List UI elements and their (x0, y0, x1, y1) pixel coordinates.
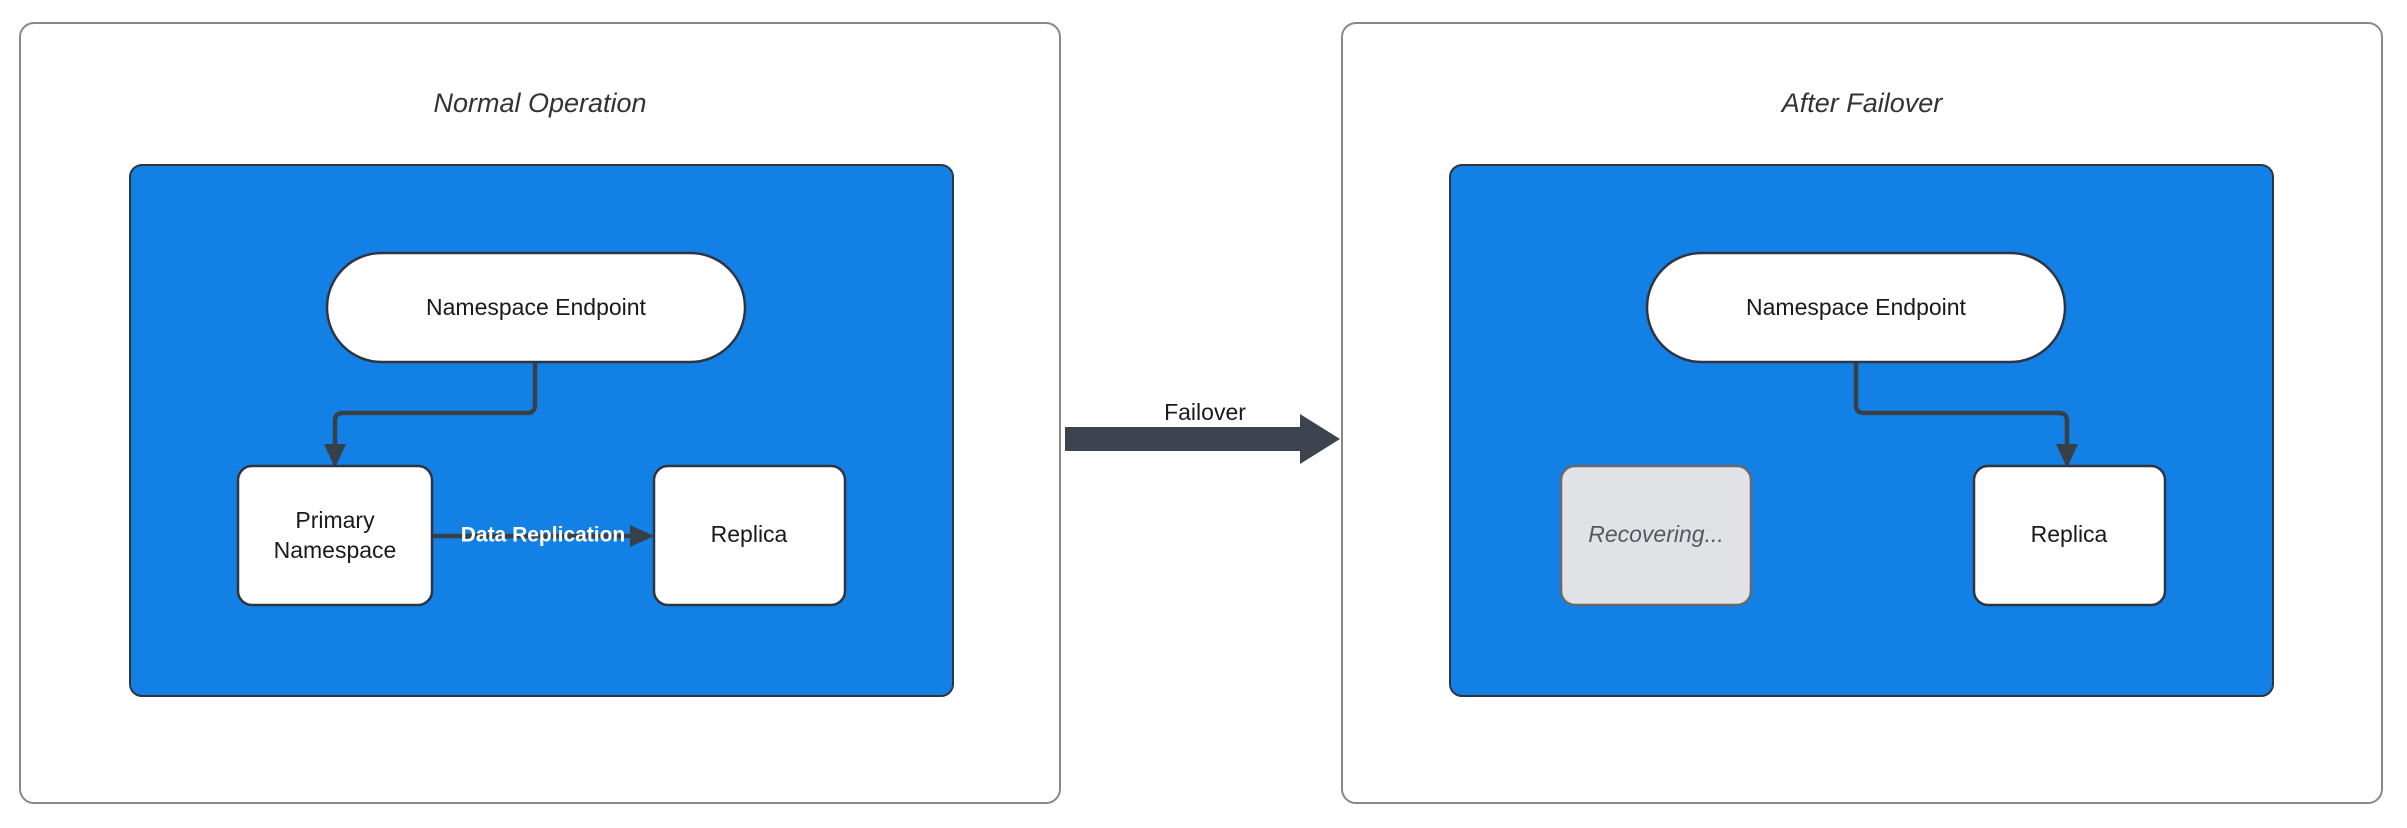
failover-transition: Failover (1065, 399, 1340, 464)
node-namespace-endpoint-right-label: Namespace Endpoint (1746, 294, 1967, 320)
group-box-normal-operation (129, 164, 954, 697)
edge-label-data-replication: Data Replication (461, 524, 626, 547)
panel-normal-operation: Normal Operation Namespace Endpoint Data… (19, 22, 1061, 804)
node-namespace-endpoint-right[interactable]: Namespace Endpoint (1645, 251, 2067, 364)
group-box-after-failover (1449, 164, 2274, 697)
node-replica-right-label: Replica (2031, 521, 2108, 547)
edge-endpoint-to-replica-path (1853, 362, 2070, 452)
node-replica-left[interactable]: Replica (652, 464, 847, 607)
edge-endpoint-to-replica (1853, 362, 2078, 468)
node-recovering[interactable]: Recovering... (1559, 464, 1753, 607)
node-replica-left-label: Replica (711, 521, 788, 547)
node-replica-left-shape (652, 464, 847, 607)
failover-transition-label: Failover (1164, 399, 1246, 425)
panel-after-failover: After Failover Namespace Endpoint Recove… (1341, 22, 2383, 804)
node-namespace-endpoint-right-shape (1645, 251, 2067, 364)
edge-endpoint-to-primary-arrowhead (324, 444, 346, 468)
node-primary-namespace-shape (236, 464, 434, 607)
edge-endpoint-to-replica-arrowhead (2056, 444, 2078, 468)
panel-title-normal-operation: Normal Operation (433, 88, 646, 118)
node-namespace-endpoint-left-shape (325, 251, 747, 364)
node-replica-right-shape (1972, 464, 2167, 607)
edge-endpoint-to-primary-path (332, 362, 538, 452)
node-recovering-shape (1559, 464, 1753, 607)
edge-primary-to-replica: Data Replication (432, 524, 654, 547)
node-replica-right[interactable]: Replica (1972, 464, 2167, 607)
edge-primary-to-replica-arrowhead (630, 525, 654, 547)
node-recovering-label: Recovering... (1588, 521, 1724, 547)
node-namespace-endpoint-left[interactable]: Namespace Endpoint (325, 251, 747, 364)
failover-transition-arrow (1065, 414, 1340, 464)
node-namespace-endpoint-left-label: Namespace Endpoint (426, 294, 647, 320)
edge-endpoint-to-primary (324, 362, 538, 468)
panel-title-after-failover: After Failover (1780, 88, 1944, 118)
